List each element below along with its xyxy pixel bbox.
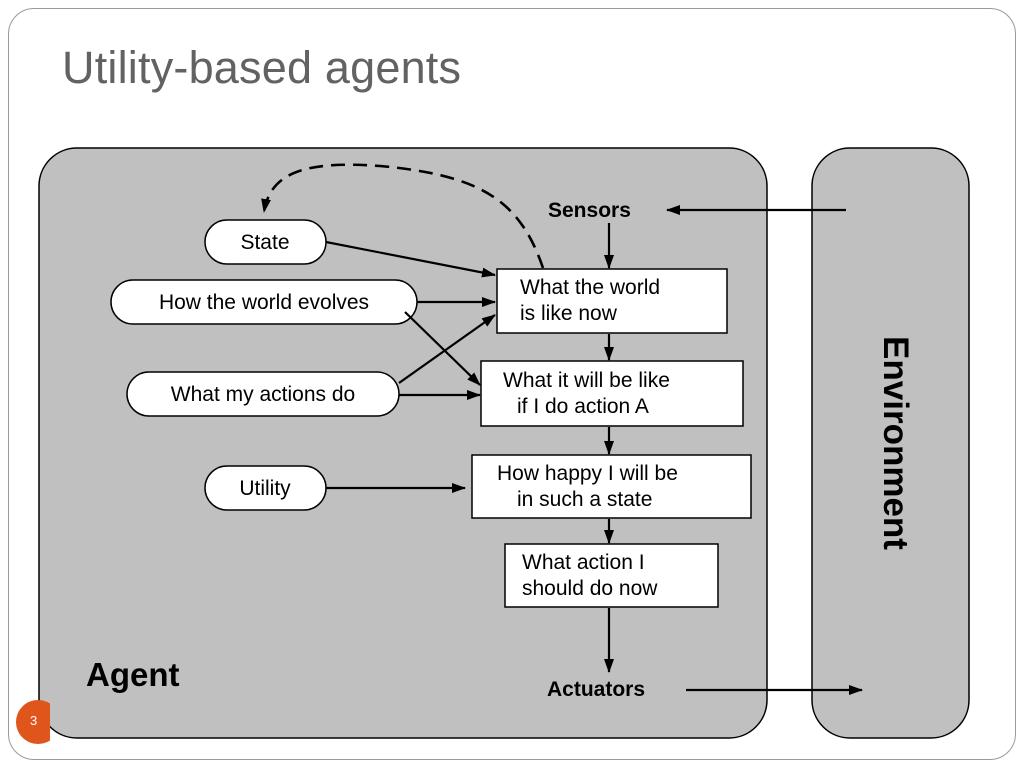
state-oval: State bbox=[204, 219, 327, 265]
actuators-label: Actuators bbox=[547, 678, 645, 701]
environment-label: Environment bbox=[876, 336, 915, 550]
arrow-state-to-world-now bbox=[325, 240, 496, 278]
page-number-badge: 3 bbox=[16, 700, 50, 748]
arrow-actions-do-to-world-now bbox=[398, 314, 496, 384]
slide-title: Utility-based agents bbox=[62, 42, 462, 93]
action-box: What action I should do now bbox=[504, 543, 719, 608]
slide-frame bbox=[8, 8, 1016, 760]
world-now-box: What the world is like now bbox=[496, 268, 728, 334]
world-now-line-1: What the world bbox=[520, 276, 660, 299]
happy-box: How happy I will be in such a state bbox=[471, 454, 752, 519]
sensors-label: Sensors bbox=[548, 199, 631, 222]
world-evolves-label: How the world evolves bbox=[159, 291, 369, 314]
page-number: 3 bbox=[30, 713, 38, 728]
will-be-line-1: What it will be like bbox=[503, 369, 670, 392]
action-line-2: should do now bbox=[522, 577, 658, 600]
action-line-1: What action I bbox=[522, 551, 645, 574]
world-evolves-oval: How the world evolves bbox=[110, 279, 418, 325]
agent-region bbox=[38, 147, 768, 739]
environment-region bbox=[811, 147, 970, 739]
state-label: State bbox=[240, 231, 289, 254]
agent-label: Agent bbox=[86, 656, 180, 693]
happy-line-2: in such a state bbox=[517, 488, 652, 511]
utility-oval: Utility bbox=[204, 465, 327, 511]
actions-do-oval: What my actions do bbox=[126, 371, 400, 417]
arrow-feedback-dashed bbox=[261, 163, 545, 269]
arrow-evolves-to-will-be bbox=[404, 311, 481, 386]
actions-do-label: What my actions do bbox=[171, 383, 355, 406]
happy-line-1: How happy I will be bbox=[497, 462, 678, 485]
page-number-disc bbox=[16, 700, 50, 744]
will-be-line-2: if I do action A bbox=[517, 395, 649, 418]
will-be-box: What it will be like if I do action A bbox=[480, 360, 744, 427]
world-now-line-2: is like now bbox=[520, 302, 618, 325]
utility-label: Utility bbox=[239, 477, 291, 500]
